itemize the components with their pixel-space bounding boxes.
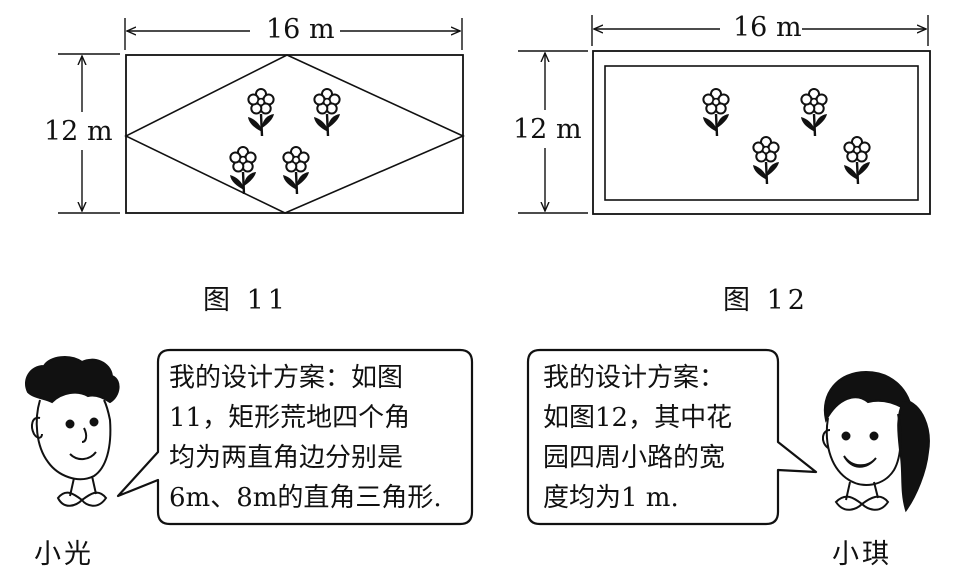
garden-rectangle	[604, 65, 919, 201]
figure-11	[58, 18, 465, 214]
flower-icon	[312, 87, 342, 138]
speech-line: 我的设计方案：	[543, 363, 726, 393]
flower-icon	[281, 145, 311, 196]
figure-12	[518, 15, 931, 215]
xiaoguang-speech: 我的设计方案：如图 11，矩形荒地四个角 均为两直角边分别是 6m、8m的直角三…	[169, 358, 442, 518]
speech-line: 11，矩形荒地四个角	[169, 403, 411, 433]
rhombus-garden	[124, 54, 465, 214]
fig11-width-label: 16 m	[266, 14, 335, 45]
speech-bubble-xiaoguang	[116, 348, 474, 526]
flower-icon	[799, 87, 829, 138]
flower-icon	[842, 135, 872, 186]
fig12-caption: 图 12	[723, 285, 809, 316]
speech-line: 如图12，其中花	[543, 403, 733, 433]
field-rectangle	[125, 54, 464, 214]
flower-icon	[246, 87, 276, 138]
speech-line: 园四周小路的宽	[543, 443, 726, 473]
speech-line: 我的设计方案：如图	[169, 363, 404, 393]
fig12-width-label: 16 m	[733, 12, 802, 43]
fig12-height-label: 12 m	[513, 114, 582, 145]
girl-avatar	[822, 370, 930, 513]
fig11-height-label: 12 m	[44, 116, 113, 147]
speech-line: 均为两直角边分别是	[169, 443, 404, 473]
fig11-caption: 图 11	[203, 285, 289, 316]
flower-icon	[228, 145, 258, 196]
xiaoqi-name: 小琪	[832, 539, 892, 570]
speech-line: 6m、8m的直角三角形.	[169, 483, 442, 513]
field-rectangle	[592, 50, 931, 215]
xiaoguang-name: 小光	[34, 539, 94, 570]
flower-icon	[701, 87, 731, 138]
boy-avatar	[25, 356, 120, 507]
flower-icon	[751, 135, 781, 186]
speech-bubble-xiaoqi	[526, 348, 818, 526]
speech-line: 度均为1 m.	[543, 483, 679, 513]
xiaoqi-speech: 我的设计方案： 如图12，其中花 园四周小路的宽 度均为1 m.	[543, 358, 732, 518]
